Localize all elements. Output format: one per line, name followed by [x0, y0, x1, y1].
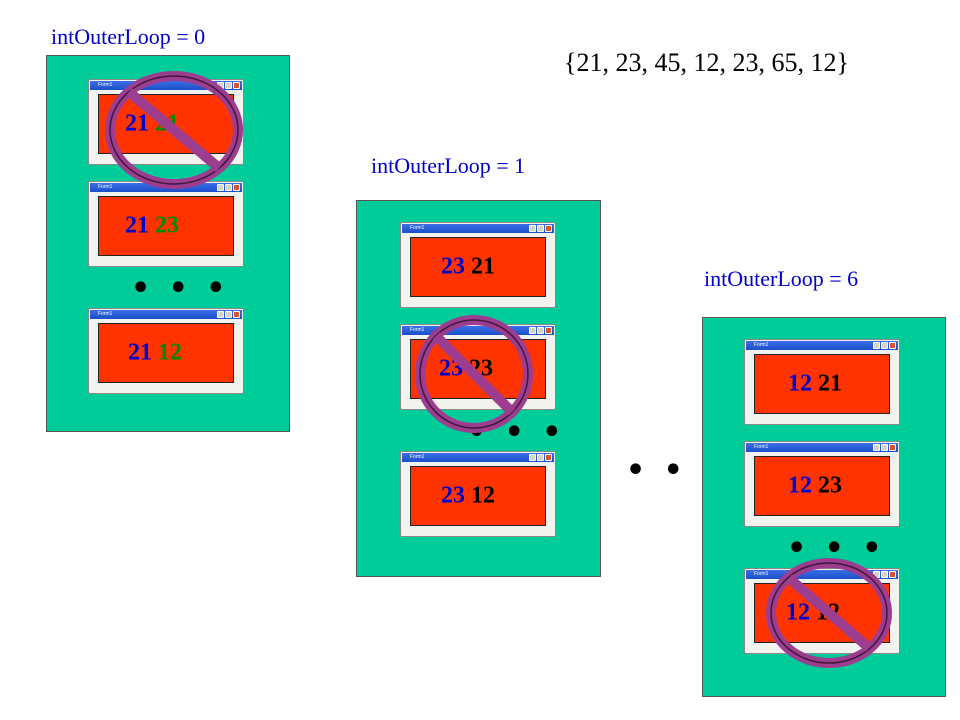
maximize-icon — [881, 571, 888, 578]
outer-value: 12 — [788, 472, 812, 499]
window-body: 21 12 — [98, 323, 234, 383]
outer-loop-label-1: intOuterLoop = 1 — [371, 153, 526, 178]
window-body: 23 21 — [410, 237, 546, 297]
window-title: Form1 — [98, 82, 113, 88]
window-title: Form1 — [410, 454, 425, 460]
prohibited-icon — [105, 71, 243, 189]
array-values: {21, 23, 45, 12, 23, 65, 12} — [564, 48, 849, 77]
minimize-icon — [529, 225, 536, 232]
outer-value: 23 — [441, 482, 465, 509]
window-titlebar: Form1 — [90, 310, 242, 319]
minimize-icon — [529, 327, 536, 334]
outer-loop-panel-1: Form1 23 21 Form1 23 23 • • • Form1 — [356, 200, 601, 577]
close-icon — [889, 444, 896, 451]
form-window: Form1 23 12 — [400, 451, 556, 537]
window-titlebar: Form1 — [402, 224, 554, 233]
maximize-icon — [225, 82, 232, 89]
close-icon — [545, 225, 552, 232]
window-title: Form1 — [410, 225, 425, 231]
inner-value: 21 — [471, 253, 495, 280]
window-body: 23 12 — [410, 466, 546, 526]
window-title: Form1 — [754, 444, 769, 450]
window-titlebar: Form1 — [746, 443, 898, 452]
outer-loop-label-6: intOuterLoop = 6 — [704, 266, 859, 291]
outer-value: 21 — [128, 339, 152, 366]
form-window: Form1 12 21 — [744, 339, 900, 425]
window-title: Form1 — [410, 327, 425, 333]
close-icon — [233, 311, 240, 318]
window-titlebar: Form1 — [402, 453, 554, 462]
form-window: Form1 12 23 — [744, 441, 900, 527]
form-window: Form1 21 23 — [88, 181, 244, 267]
maximize-icon — [881, 444, 888, 451]
outer-value: 12 — [788, 370, 812, 397]
maximize-icon — [537, 454, 544, 461]
prohibited-icon — [415, 315, 533, 433]
window-title: Form1 — [754, 571, 769, 577]
maximize-icon — [225, 311, 232, 318]
close-icon — [233, 82, 240, 89]
window-body: 21 23 — [98, 196, 234, 256]
close-icon — [889, 342, 896, 349]
outer-loop-label-0: intOuterLoop = 0 — [51, 24, 206, 49]
window-titlebar: Form1 — [402, 326, 554, 335]
minimize-icon — [217, 184, 224, 191]
maximize-icon — [537, 327, 544, 334]
inner-value: 21 — [818, 370, 842, 397]
outer-value: 23 — [441, 253, 465, 280]
close-icon — [233, 184, 240, 191]
prohibited-icon — [766, 558, 892, 668]
minimize-icon — [873, 342, 880, 349]
inner-value: 12 — [158, 339, 182, 366]
inner-value: 12 — [471, 482, 495, 509]
minimize-icon — [529, 454, 536, 461]
window-body: 12 23 — [754, 456, 890, 516]
close-icon — [545, 454, 552, 461]
value-pair: 21 23 — [125, 213, 179, 240]
form-window: Form1 23 21 — [400, 222, 556, 308]
close-icon — [889, 571, 896, 578]
minimize-icon — [217, 311, 224, 318]
maximize-icon — [225, 184, 232, 191]
value-pair: 23 21 — [441, 254, 495, 281]
value-pair: 23 12 — [441, 483, 495, 510]
minimize-icon — [873, 444, 880, 451]
window-body: 12 21 — [754, 354, 890, 414]
value-pair: 12 23 — [788, 473, 842, 500]
window-title: Form1 — [98, 311, 113, 317]
form-window: Form1 21 12 — [88, 308, 244, 394]
value-pair: 21 12 — [128, 340, 182, 367]
inner-value: 23 — [155, 212, 179, 239]
value-pair: 12 21 — [788, 371, 842, 398]
window-titlebar: Form1 — [746, 341, 898, 350]
outer-value: 21 — [125, 212, 149, 239]
ellipsis-dots: • • • — [131, 271, 230, 306]
inner-value: 23 — [818, 472, 842, 499]
maximize-icon — [881, 342, 888, 349]
outer-value: 21 — [125, 110, 149, 137]
close-icon — [545, 327, 552, 334]
window-titlebar: Form1 — [90, 81, 242, 90]
window-title: Form1 — [754, 342, 769, 348]
outer-loop-panel-6: Form1 12 21 Form1 12 23 • • • Form1 — [702, 317, 946, 697]
maximize-icon — [537, 225, 544, 232]
outer-value: 12 — [786, 599, 810, 626]
window-title: Form1 — [98, 184, 113, 190]
